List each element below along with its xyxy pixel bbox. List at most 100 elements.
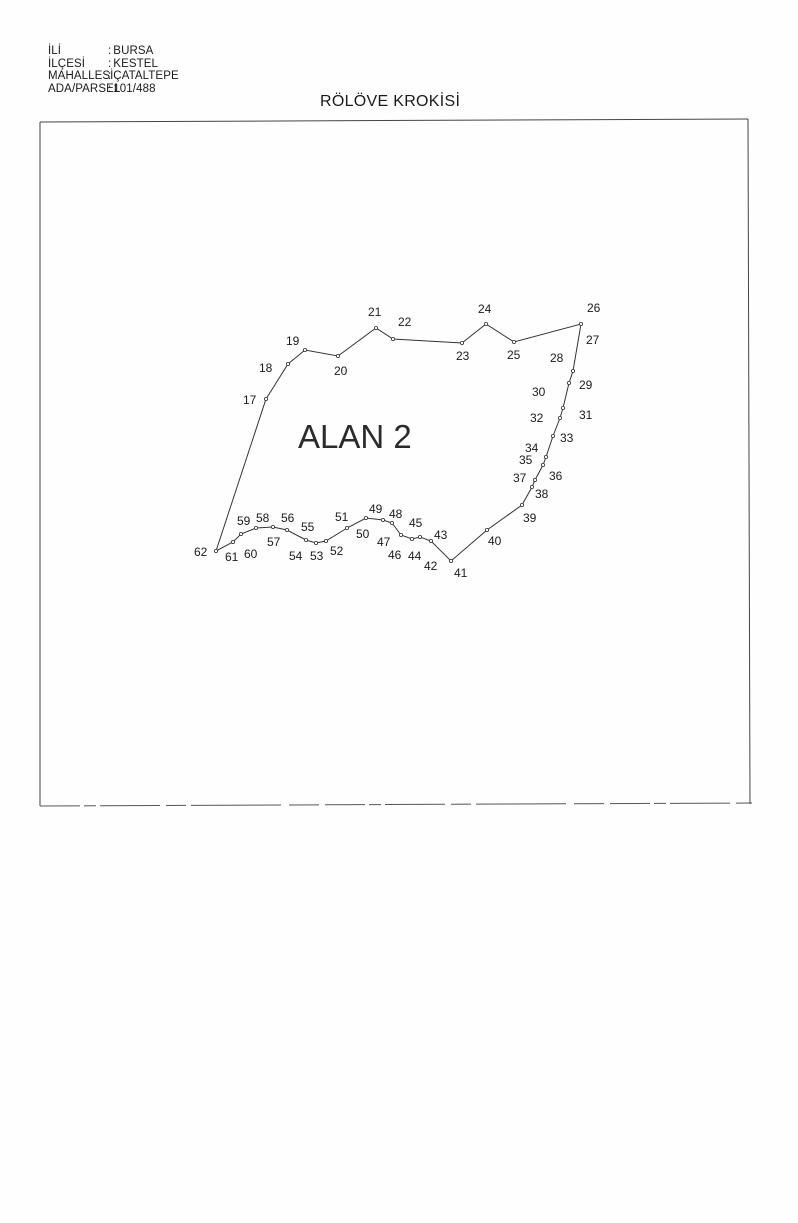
province-value: BURSA <box>113 45 154 57</box>
point-label-31: 31 <box>579 408 593 422</box>
vertex-marker <box>344 526 349 531</box>
vertex-marker <box>398 533 403 538</box>
point-label-62: 62 <box>194 545 208 559</box>
vertex-marker <box>579 321 584 326</box>
vertex-marker <box>571 368 576 373</box>
point-label-61: 61 <box>225 550 239 564</box>
point-label-41: 41 <box>454 566 468 580</box>
vertex-marker <box>303 538 308 543</box>
vertex-marker <box>558 415 563 420</box>
vertex-marker <box>541 462 546 467</box>
point-label-45: 45 <box>409 516 423 530</box>
vertex-markers <box>213 321 584 564</box>
vertex-marker <box>284 528 289 533</box>
district-separator: : <box>108 57 112 70</box>
parcel-separator: : <box>108 82 112 95</box>
point-label-42: 42 <box>424 559 438 573</box>
point-label-60: 60 <box>244 547 258 561</box>
point-label-29: 29 <box>579 378 593 392</box>
point-label-39: 39 <box>523 511 537 525</box>
parcel-label: ADA/PARSEL <box>48 82 121 95</box>
point-label-50: 50 <box>356 527 370 541</box>
point-label-19: 19 <box>286 334 300 348</box>
point-label-22: 22 <box>398 315 412 329</box>
point-label-47: 47 <box>377 535 391 549</box>
vertex-marker <box>459 340 464 345</box>
point-label-24: 24 <box>478 302 492 316</box>
point-label-54: 54 <box>289 549 303 563</box>
vertex-marker <box>551 433 556 438</box>
header-row-district: İLÇESİ : KESTEL <box>48 58 179 71</box>
frame-bottom-border <box>39 802 753 807</box>
vertex-marker <box>302 347 307 352</box>
point-label-32: 32 <box>530 411 544 425</box>
vertex-marker <box>230 540 235 545</box>
vertex-marker <box>530 484 535 489</box>
neighborhood-separator: : <box>108 70 112 82</box>
point-label-17: 17 <box>243 393 257 407</box>
point-label-44: 44 <box>408 549 422 563</box>
point-label-40: 40 <box>488 534 502 548</box>
vertex-marker <box>313 541 318 546</box>
vertex-marker <box>238 532 243 537</box>
frame-right-border <box>747 118 751 805</box>
point-label-52: 52 <box>330 544 344 558</box>
vertex-marker <box>253 526 258 531</box>
vertex-marker <box>363 516 368 521</box>
province-label: İLİ <box>48 45 62 57</box>
point-label-59: 59 <box>237 514 251 528</box>
vertex-marker <box>448 559 453 564</box>
vertex-marker <box>428 539 433 544</box>
parcel-boundary <box>215 323 582 562</box>
neighborhood-label: MAHALLESİ <box>48 70 114 82</box>
vertex-marker <box>484 528 489 533</box>
header-row-neighborhood: MAHALLESİ : ÇATALTEPE <box>48 70 179 83</box>
point-label-26: 26 <box>587 301 601 315</box>
vertex-marker <box>323 539 328 544</box>
point-label-35: 35 <box>519 453 533 467</box>
vertex-marker <box>567 380 572 385</box>
point-label-49: 49 <box>369 502 383 516</box>
vertex-marker <box>533 477 538 482</box>
point-label-58: 58 <box>256 511 270 525</box>
point-label-34: 34 <box>525 441 539 455</box>
parcel-value: 101/488 <box>113 82 156 95</box>
point-label-51: 51 <box>335 510 349 524</box>
vertex-marker <box>380 518 385 523</box>
point-label-37: 37 <box>513 471 527 485</box>
point-label-38: 38 <box>535 487 549 501</box>
point-label-46: 46 <box>388 548 402 562</box>
point-label-48: 48 <box>389 507 403 521</box>
parcel-info-header: İLİ : BURSA İLÇESİ : KESTEL MAHALLESİ : … <box>48 45 179 95</box>
vertex-marker <box>285 361 290 366</box>
point-label-23: 23 <box>456 349 470 363</box>
point-label-33: 33 <box>560 431 574 445</box>
point-label-27: 27 <box>586 333 600 347</box>
vertex-marker <box>213 549 218 554</box>
vertex-marker <box>409 537 414 542</box>
vertex-marker <box>263 396 268 401</box>
province-separator: : <box>108 45 112 57</box>
point-label-36: 36 <box>549 469 563 483</box>
area-label: ALAN 2 <box>298 418 412 455</box>
vertex-marker <box>417 535 422 540</box>
vertex-marker <box>335 353 340 358</box>
neighborhood-value: ÇATALTEPE <box>113 70 179 82</box>
point-label-20: 20 <box>334 364 348 378</box>
district-value: KESTEL <box>113 57 158 70</box>
point-label-56: 56 <box>281 511 295 525</box>
vertex-marker <box>512 339 517 344</box>
point-label-57: 57 <box>267 535 281 549</box>
point-label-18: 18 <box>259 361 273 375</box>
header-row-province: İLİ : BURSA <box>48 45 179 58</box>
vertex-marker <box>389 521 394 526</box>
point-label-55: 55 <box>301 520 315 534</box>
district-label: İLÇESİ <box>48 57 86 70</box>
vertex-marker <box>520 502 525 507</box>
vertex-marker <box>390 336 395 341</box>
point-label-28: 28 <box>550 351 564 365</box>
point-label-21: 21 <box>368 305 382 319</box>
frame-top-border <box>39 118 749 123</box>
